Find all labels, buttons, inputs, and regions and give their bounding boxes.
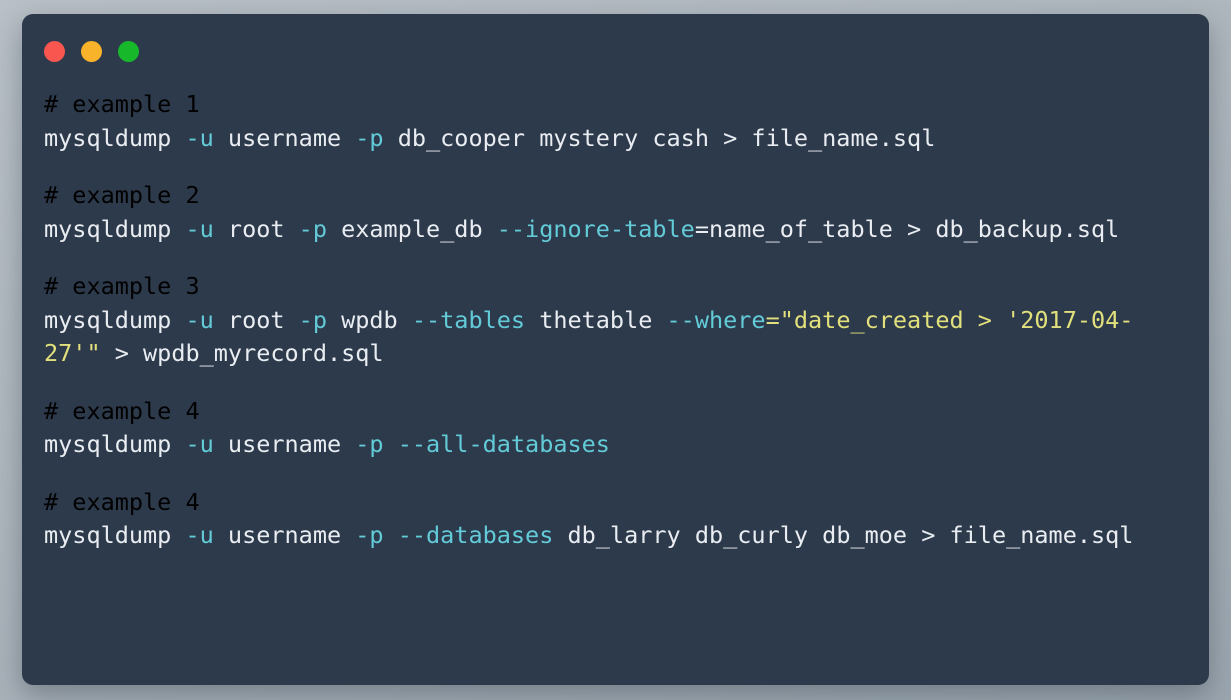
code-token-flag: -p — [355, 430, 384, 458]
code-block: # example 4 mysqldump -u username -p --da… — [44, 486, 1179, 553]
code-token-plain — [384, 521, 398, 549]
code-token-plain: username — [213, 123, 356, 152]
code-token-plain: thetable — [525, 305, 667, 334]
code-token-flag: -u — [185, 123, 214, 152]
code-comment-line: # example 1 — [44, 90, 200, 118]
close-button[interactable] — [44, 40, 65, 62]
code-token-plain: root — [213, 305, 299, 334]
code-token-plain — [384, 430, 398, 458]
code-token-plain: > wpdb_myrecord.sql — [100, 339, 384, 367]
code-comment-line: # example 3 — [44, 272, 200, 300]
code-token-flag: -u — [185, 521, 214, 549]
maximize-button[interactable] — [118, 40, 139, 62]
code-command-line[interactable]: mysqldump -u username -p db_cooper myste… — [44, 122, 1179, 156]
code-token-plain: mysqldump — [44, 430, 186, 458]
code-token-plain: username — [213, 521, 356, 549]
code-token-flag: --all-databases — [397, 430, 610, 458]
code-comment-line: # example 2 — [44, 181, 200, 209]
minimize-button[interactable] — [81, 40, 102, 62]
code-content[interactable]: # example 1 mysqldump -u username -p db_c… — [22, 88, 1209, 553]
code-token-flag: -p — [298, 214, 327, 243]
code-command-line[interactable]: mysqldump -u username -p --databases db_… — [44, 519, 1179, 553]
code-token-flag: -p — [355, 521, 384, 549]
code-command-line[interactable]: mysqldump -u root -p example_db --ignore… — [44, 213, 1179, 247]
terminal-window: # example 1 mysqldump -u username -p db_c… — [22, 14, 1209, 685]
code-token-plain: mysqldump — [44, 521, 186, 549]
code-command-line[interactable]: mysqldump -u root -p wpdb --tables theta… — [44, 304, 1179, 371]
code-token-flag: --tables — [411, 305, 526, 334]
code-block: # example 4 mysqldump -u username -p --al… — [44, 395, 1179, 462]
code-token-flag: -u — [185, 214, 214, 243]
code-token-plain: root — [213, 214, 299, 243]
code-block: # example 1 mysqldump -u username -p db_c… — [44, 88, 1179, 155]
code-token-plain: mysqldump — [44, 123, 186, 152]
code-token-plain: db_cooper mystery cash > file_name.sql — [383, 123, 936, 152]
code-token-flag: --ignore-table — [496, 214, 695, 243]
code-token-plain: example_db — [326, 214, 497, 243]
code-token-plain: wpdb — [326, 305, 412, 334]
window-titlebar — [22, 14, 1209, 88]
code-block: # example 2 mysqldump -u root -p example_… — [44, 179, 1179, 246]
code-command-line[interactable]: mysqldump -u username -p --all-databases — [44, 428, 1179, 462]
code-token-plain: mysqldump — [44, 214, 186, 243]
code-comment-line: # example 4 — [44, 487, 200, 516]
code-token-flag: -u — [185, 305, 214, 334]
code-token-string: ="date_created > '2017-04-27'" — [44, 305, 1134, 368]
code-comment-line: # example 4 — [44, 396, 200, 425]
code-block: # example 3 mysqldump -u root -p wpdb --t… — [44, 270, 1179, 371]
code-token-plain: username — [213, 430, 356, 458]
code-token-plain: db_larry db_curly db_moe > file_name.sql — [553, 521, 1134, 549]
window-controls — [44, 40, 139, 62]
code-token-flag: --where — [666, 305, 766, 334]
code-token-flag: -p — [355, 123, 384, 152]
code-token-flag: -u — [185, 430, 214, 458]
code-token-flag: -p — [298, 305, 327, 334]
code-token-flag: --databases — [397, 521, 554, 549]
code-token-plain: =name_of_table > db_backup.sql — [694, 214, 1120, 243]
code-token-plain: mysqldump — [44, 305, 186, 334]
